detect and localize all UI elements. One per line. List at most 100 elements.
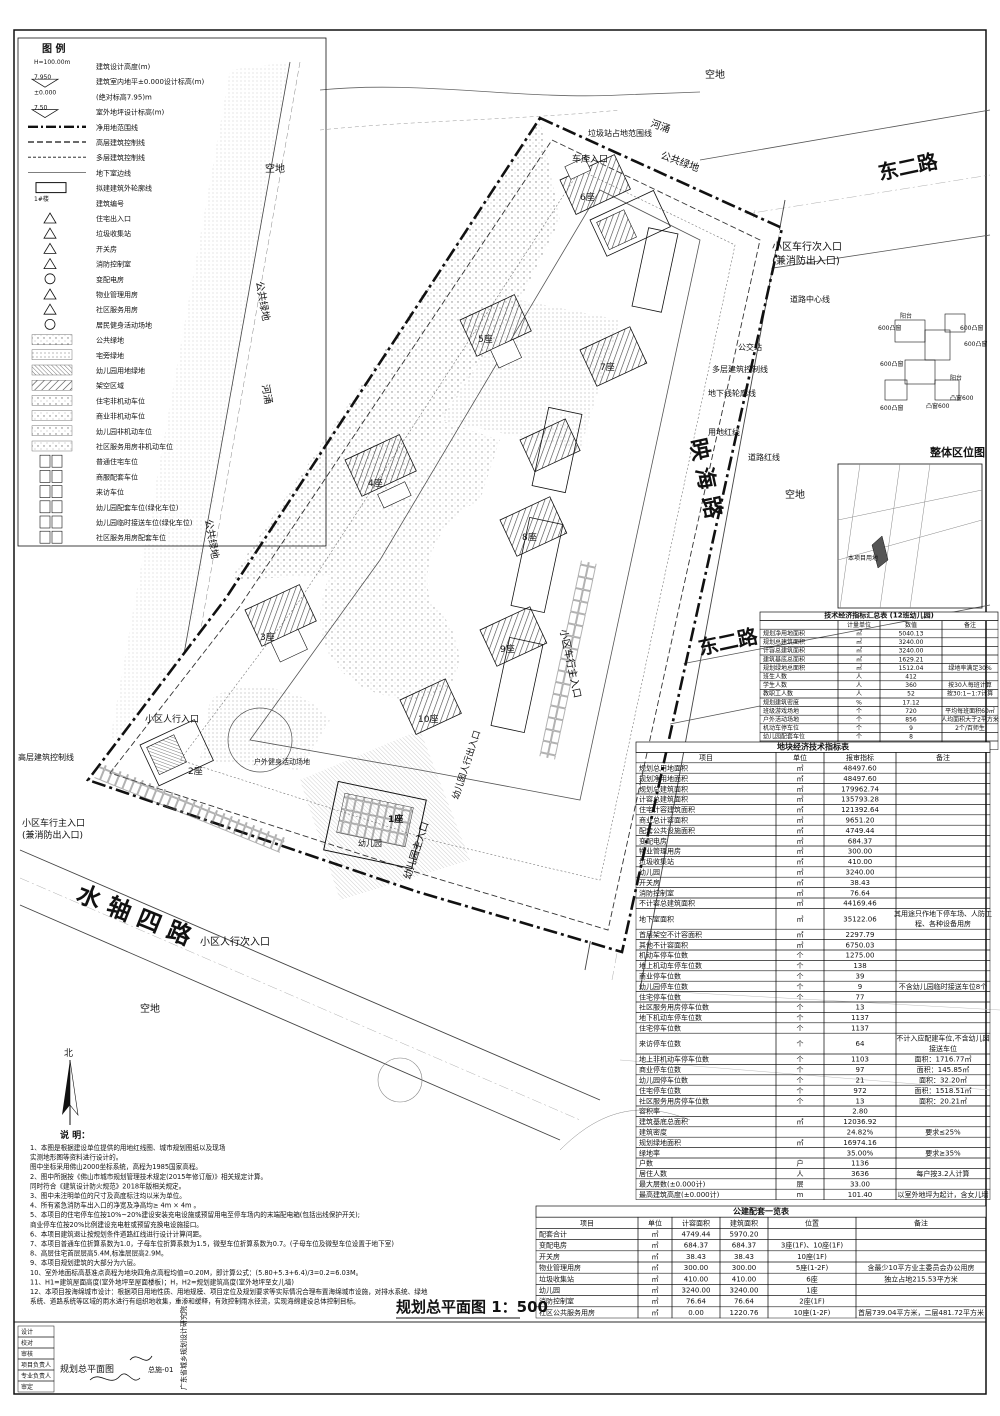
table-cell: ㎡ [797,817,804,825]
table-cell: 学生人数 [763,681,787,689]
table-cell: 物业管理用房 [639,847,681,856]
legend-row: 普通住宅车位 [39,454,138,468]
legend-row: 社区服务用房非机动车位 [31,440,173,452]
label-dongerlu-top: 东二路 [876,149,941,185]
table-cell: 规划净用地面积 [763,630,805,638]
legend-label: 幼儿园非机动车位 [96,427,152,436]
table-cell: 配套合计 [539,1230,567,1239]
notes: 说 明： 1、本图是根据建设单位提供的用地红线图、城市规划图纸以及现场 实测地形… [30,1129,428,1306]
table-cell: ㎡ [856,655,862,663]
table-cell: 开关房 [539,1252,560,1261]
legend-label: 居民健身活动场地 [96,320,152,329]
note-line: 同时符合《建筑设计防火规范》2018年版相关规定。 [30,1181,185,1190]
table-cell: 412 [905,674,917,681]
table-cell: 38.43 [734,1253,754,1261]
table-cell: ㎡ [797,879,804,887]
table-cell: 4749.44 [846,827,875,835]
table-cell: ㎡ [797,900,804,908]
legend-row: 宅旁绿地 [31,349,124,360]
legend: 图 例 H=100.00m建筑设计高度(m)7.950建筑室内地平±0.000设… [17,37,327,547]
block-line-1 [639,989,1000,1011]
table-cell: ㎡ [652,1287,659,1295]
table-cell: 报审指标 [846,753,874,762]
note-line: 3、图中未注明单位的尺寸及高度标注均以米为单位。 [30,1191,186,1200]
parking-strip-east [539,560,597,760]
table-row: 规划建筑密度%17.12 [759,697,999,707]
note-line: 10、室外地面标高基准点高程为地块四角点高程均值=0.20M，即计算公式：(5.… [30,1268,362,1277]
legend-label: 商服配套车位 [96,472,138,481]
table-cell: 410.00 [732,1275,757,1283]
table-cell: 3240.00 [682,1287,711,1295]
table-cell: 个 [856,717,862,724]
label-b3: 3座 [260,631,275,643]
room-label: 600凸窗 [964,340,987,348]
legend-row: 物业管理用房 [43,288,138,300]
table-cell: 64 [856,1040,865,1048]
table-cell: 77 [856,993,865,1001]
table-cell: 人 [797,1170,804,1178]
table-cell: 972 [853,1087,866,1095]
road-yinghai-edge-1 [639,199,786,991]
river-edge [164,61,291,761]
table-cell: 消防控制室 [639,888,674,897]
parking-strip-south [94,763,286,853]
table-cell: 个 [797,973,804,981]
label-kongdi-left: 空地 [265,162,285,175]
label-b8: 8座 [522,531,537,543]
title-block-cell: 审定 [21,1383,33,1391]
room-label: 凸窗600 [950,394,974,402]
table-cell: % [856,699,862,706]
table-cell: 个 [856,725,862,732]
table-cell: 1512.04 [899,665,924,672]
legend-row: 商业非机动车位 [31,410,145,421]
table-cell: 建筑面积 [730,1218,758,1227]
road-dongerlu-top-1 [699,109,991,161]
table-cell: 16974.16 [843,1139,877,1147]
table-cell: 接送车位 [929,1044,957,1053]
table-header-row: 计量单位数值备注 [759,620,999,630]
table-header-row: 项目单位报审指标备注 [635,752,991,764]
table-cell: 3240.00 [846,869,875,877]
table-cell: 38.43 [850,879,870,887]
table-cell: 个 [797,983,804,991]
label-green-left: 公共绿地 [253,280,273,322]
table-cell: 个 [797,962,804,970]
table-cell: 13 [856,1097,865,1105]
table-cell: 计容面积 [682,1218,710,1227]
table-cell: 300.00 [848,848,873,856]
table-cell: 3636 [851,1170,869,1178]
table-cell: 班级游戏场地 [763,707,799,715]
table-cell: 10座(1F) [797,1252,827,1261]
table-cell: 建筑密度 [639,1128,667,1137]
label-b4: 4座 [368,477,383,489]
table-cell: 住宅计容建筑面积 [639,805,695,814]
note-line: 8、高层住宅首层层高5.4M,标准层层高2.9M。 [30,1249,168,1258]
table-cell: 人 [856,674,862,681]
table-cell: 社区公共服务用房 [539,1308,595,1317]
table-cell: 个 [797,1025,804,1033]
table-cell: ㎡ [797,889,804,897]
table-cell: 1137 [851,1014,869,1022]
table-cell: ㎡ [797,775,804,783]
note-line: 4、所有紧急消防车出入口的净宽及净高均≥ 4m × 4m 。 [30,1201,200,1210]
table-cell: ㎡ [652,1298,659,1306]
legend-label: 拟建建筑外轮廓线 [96,184,152,193]
location-map: 整体区位图 本项目用地 [837,445,985,609]
table-cell: 个 [797,1014,804,1022]
